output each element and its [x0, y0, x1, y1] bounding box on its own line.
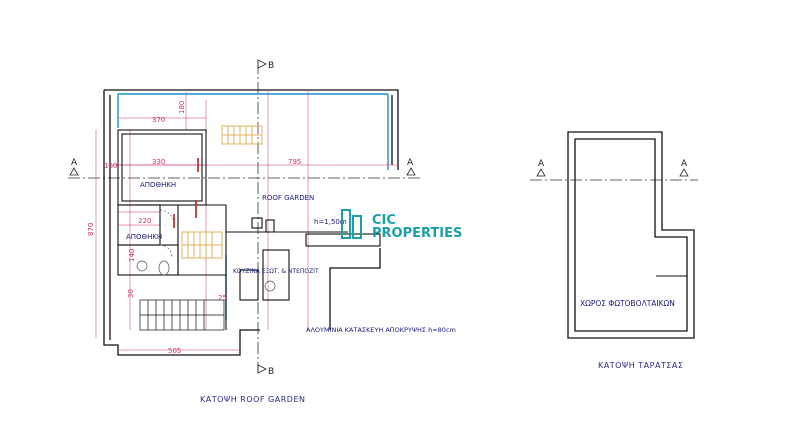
room-label-storage-1: ΑΠΟΘΗΚΗ: [140, 181, 176, 189]
red-accents: [173, 158, 199, 228]
watermark-logo: CIC PROPERTIES: [341, 209, 462, 241]
room-label-roof-garden: ROOF GARDEN: [262, 194, 314, 202]
bathroom-fixtures: [136, 209, 276, 292]
section-line-a: [68, 62, 698, 372]
section-mark-a-right: A: [407, 158, 414, 168]
room-label-outdoor-kitchen: ΚΟΥΖΙΝΑ ΕΞΩΤ. & ΝΤΕΠΟΖΙΤ: [233, 268, 319, 275]
section-markers: A A A A B B: [69, 59, 689, 377]
dim-370: 370: [152, 116, 165, 124]
dim-180: 180: [178, 101, 186, 114]
watermark-cic: CIC: [372, 213, 396, 228]
terrace-plan-caption: ΚΑΤΟΨΗ ΤΑΡΑΤΣΑΣ: [598, 361, 683, 370]
terrace-zone-label: ΧΩΡΟΣ ΦΩΤΟΒΟΛΤΑΙΚΩΝ: [580, 299, 675, 308]
stair-mid: [181, 231, 223, 259]
dim-330: 330: [152, 158, 165, 166]
section-mark-b-top: B: [268, 61, 274, 71]
ground-plan-caption: ΚΑΤΟΨΗ ROOF GARDEN: [200, 395, 305, 404]
room-label-storage-2: ΑΠΟΘΗΚΗ: [126, 233, 162, 241]
section-mark-a-terrace-left: A: [538, 159, 545, 169]
stair-bottom: [139, 299, 225, 331]
roof-garden-walls: [103, 89, 399, 356]
dim-505: 505: [168, 347, 181, 355]
dim-160: 160: [104, 162, 117, 170]
dim-795: 795: [288, 158, 301, 166]
dim-140: 140: [128, 249, 136, 262]
height-note: h=1,50m: [314, 218, 347, 226]
section-mark-b-bottom: B: [268, 367, 274, 377]
glazing-lines: [117, 93, 389, 320]
section-mark-a-terrace-right: A: [681, 159, 688, 169]
dim-30: 30: [127, 289, 135, 298]
stair-top: [221, 125, 263, 145]
section-mark-a-left: A: [71, 158, 78, 168]
terrace-walls: [567, 131, 695, 339]
dim-870: 870: [87, 223, 95, 236]
watermark-properties: PROPERTIES: [372, 226, 462, 241]
dimension-guides: [95, 90, 398, 351]
dim-25: 25: [218, 294, 227, 302]
dim-220: 220: [138, 217, 151, 225]
pergola-note: ΑΛΟΥΜΙΝΙΑ ΚΑΤΑΣΚΕΥΗ ΑΠΟΚΡΥΨΗΣ h=80cm: [306, 326, 456, 334]
interior-walls: [117, 129, 381, 330]
building-icon: [341, 209, 362, 239]
